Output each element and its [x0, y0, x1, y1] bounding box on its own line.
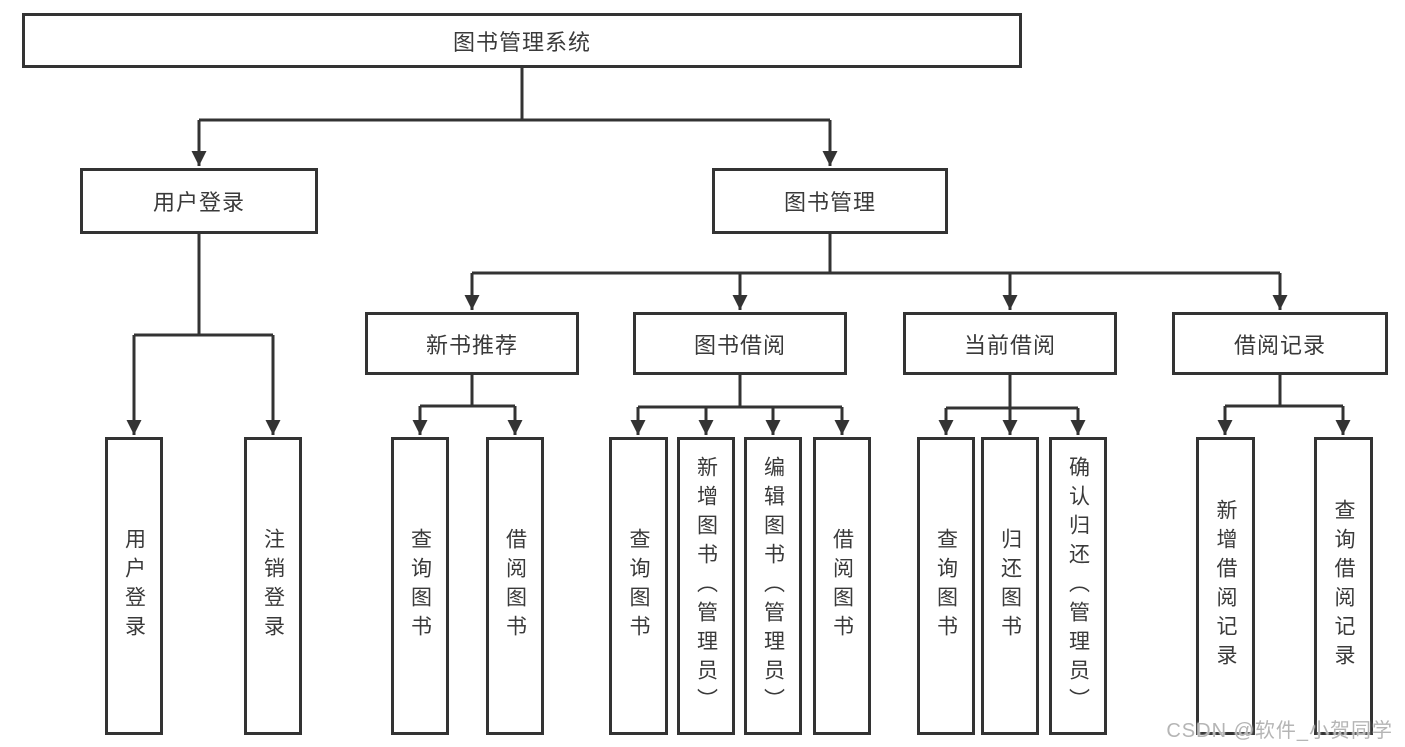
node-current-borrow: 当前借阅 — [903, 312, 1117, 375]
leaf-logout: 注销登录 — [244, 437, 302, 735]
node-book-management: 图书管理 — [712, 168, 948, 234]
leaf-confirm-return-admin: 确认归还（管理员） — [1049, 437, 1107, 735]
csdn-watermark: CSDN @软件_小贺同学 — [1166, 720, 1393, 742]
node-borrow-records: 借阅记录 — [1172, 312, 1388, 375]
leaf-user-login: 用户登录 — [105, 437, 163, 735]
node-user-login: 用户登录 — [80, 168, 318, 234]
leaf-return-books: 归还图书 — [981, 437, 1039, 735]
leaf-borrow-query-books: 查询图书 — [609, 437, 668, 735]
node-root-system: 图书管理系统 — [22, 13, 1022, 68]
leaf-current-query-books: 查询图书 — [917, 437, 975, 735]
leaf-edit-books-admin: 编辑图书（管理员） — [744, 437, 802, 735]
leaf-query-borrow-record: 查询借阅记录 — [1314, 437, 1373, 735]
leaf-borrow-books: 借阅图书 — [813, 437, 871, 735]
leaf-add-borrow-record: 新增借阅记录 — [1196, 437, 1255, 735]
leaf-add-books-admin: 新增图书（管理员） — [677, 437, 735, 735]
node-book-borrow: 图书借阅 — [633, 312, 847, 375]
leaf-recommend-query-books: 查询图书 — [391, 437, 449, 735]
leaf-recommend-borrow-books: 借阅图书 — [486, 437, 544, 735]
node-new-book-recommend: 新书推荐 — [365, 312, 579, 375]
